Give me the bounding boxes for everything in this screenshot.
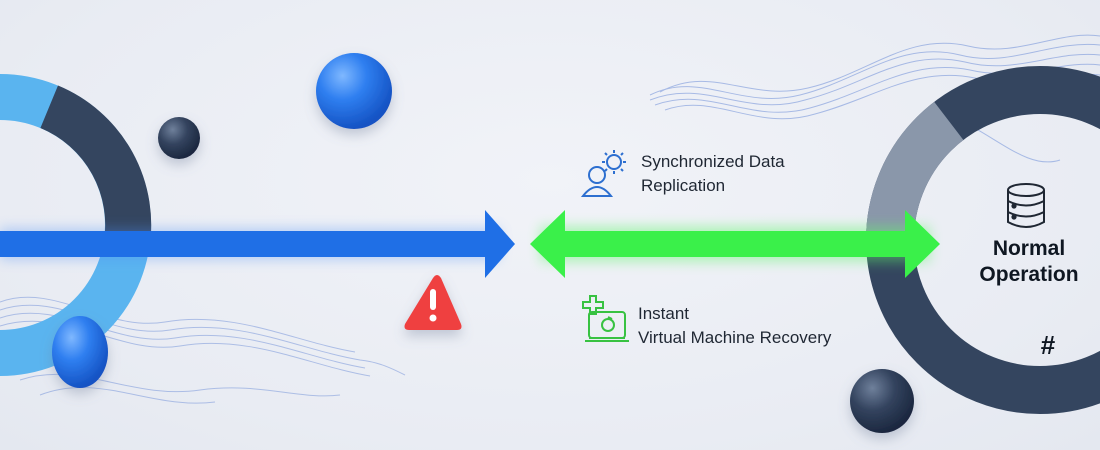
- left-status-ring: [0, 74, 152, 376]
- state-label-line2: Operation: [979, 263, 1079, 286]
- replication-double-arrow: [530, 210, 940, 278]
- hash-symbol: #: [1041, 330, 1056, 360]
- sync-label-line2: Replication: [641, 176, 726, 195]
- sync-label-line1: Synchronized Data: [641, 152, 785, 171]
- recovery-label-line1: Instant: [638, 304, 690, 323]
- user-sync-icon: [580, 150, 626, 197]
- blue-sphere-bottom: [52, 316, 108, 388]
- recovery-label-line2: Virtual Machine Recovery: [638, 328, 832, 347]
- vm-recovery-label: Instant Virtual Machine Recovery: [638, 302, 831, 350]
- dark-sphere-small: [158, 117, 200, 159]
- sync-replication-label: Synchronized Data Replication: [641, 150, 785, 198]
- warning-icon: [404, 275, 462, 330]
- database-icon: [1007, 183, 1045, 228]
- primary-flow-arrow: [0, 210, 515, 278]
- normal-operation-label: Normal Operation: [966, 236, 1092, 288]
- state-label-line1: Normal: [992, 237, 1066, 260]
- blue-sphere-large: [316, 53, 392, 129]
- vm-recovery-icon: [582, 295, 629, 342]
- dark-sphere-bottom: [850, 369, 914, 433]
